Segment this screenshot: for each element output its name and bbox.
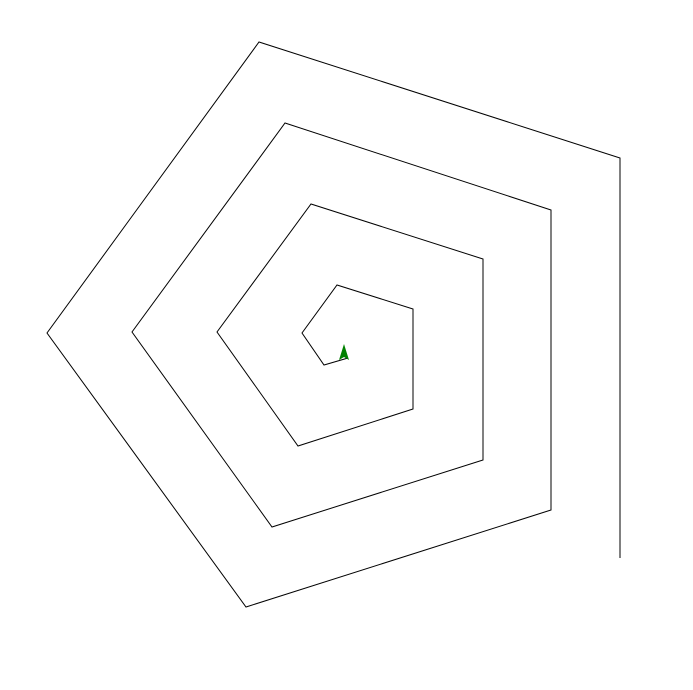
spiral-path <box>46 41 621 608</box>
turtle-arrow-icon <box>339 344 349 360</box>
